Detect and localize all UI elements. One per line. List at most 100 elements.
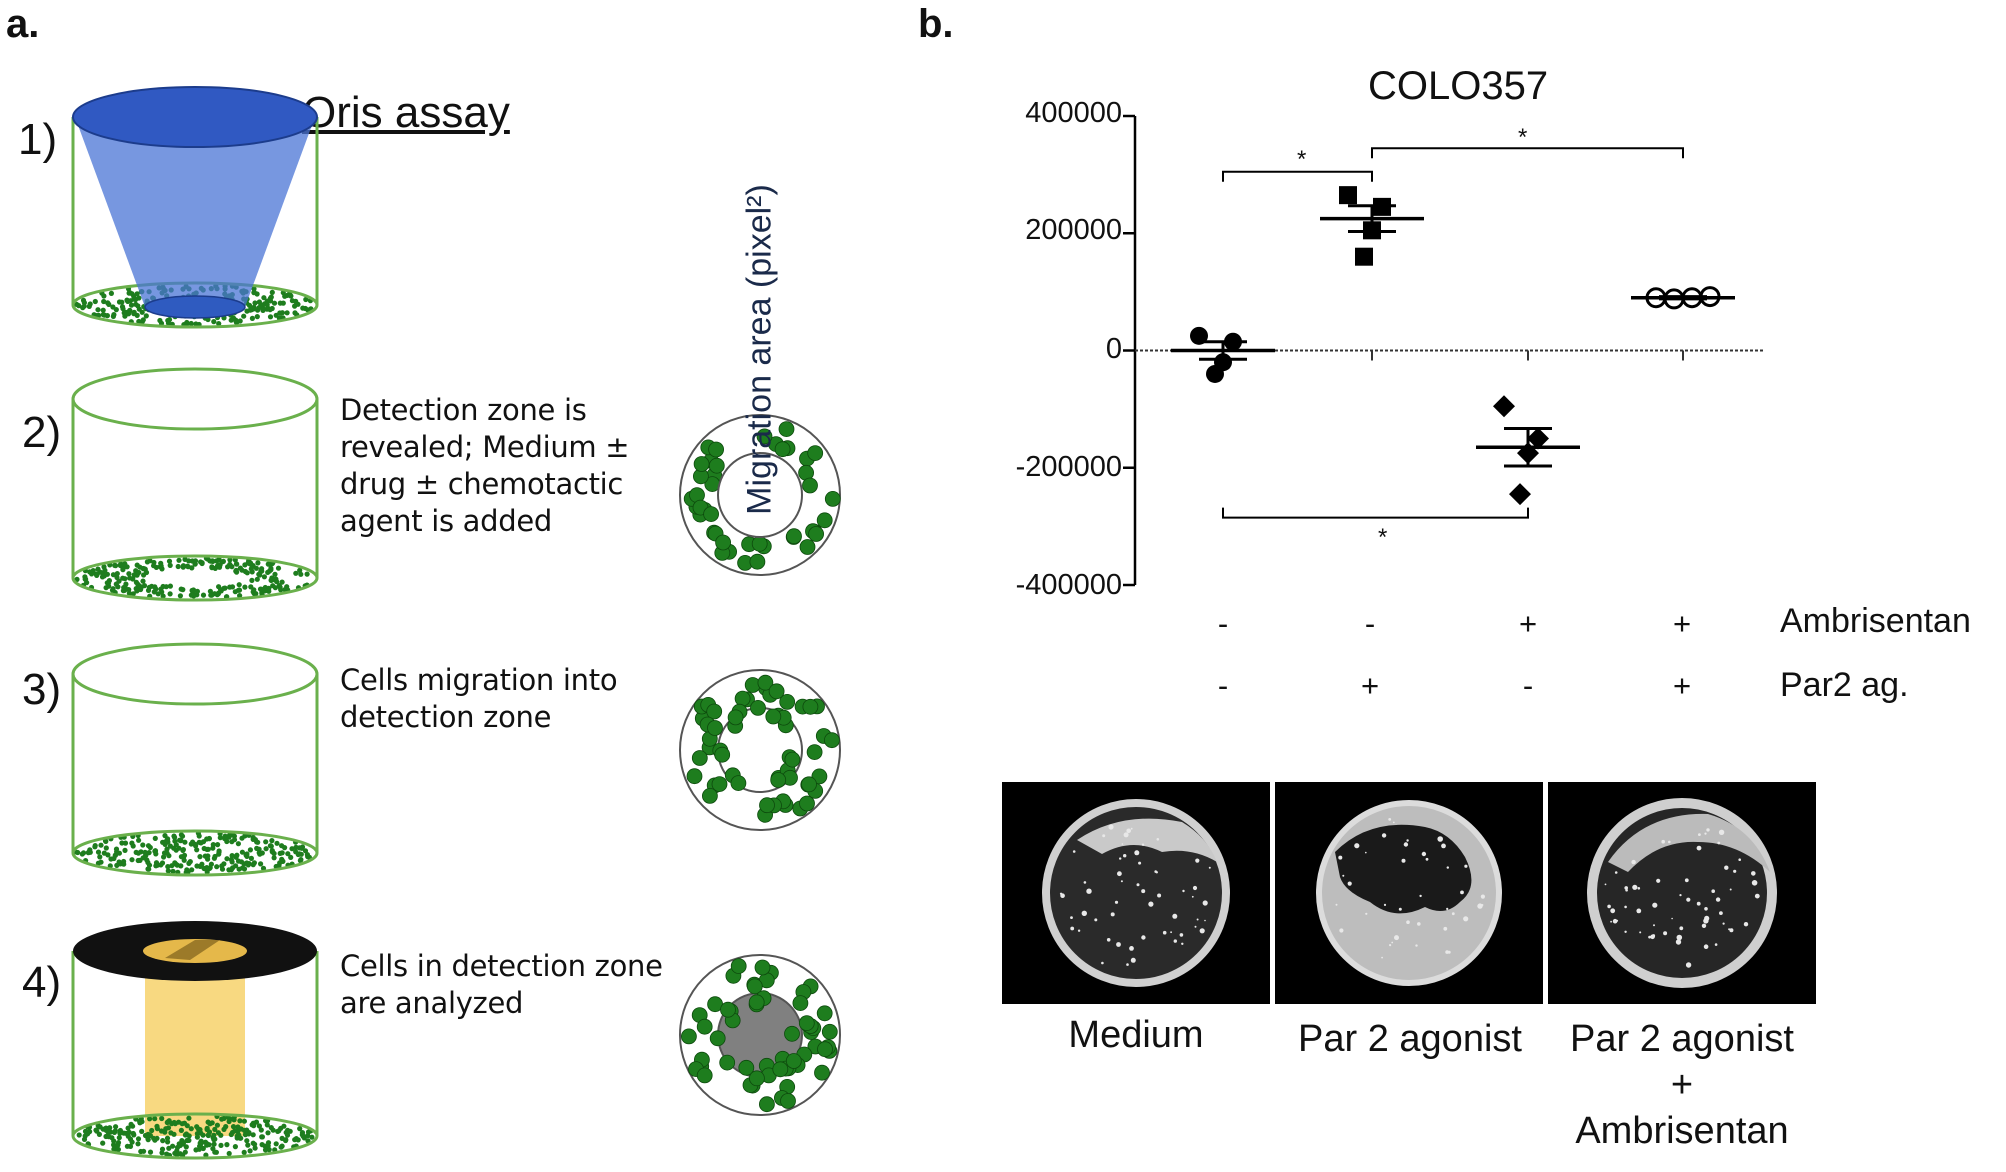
- cell-dot: [178, 854, 184, 860]
- cell-dot: [155, 591, 161, 597]
- speckle: [1612, 918, 1618, 924]
- cond-ambrisentan-4: +: [1672, 606, 1692, 641]
- step-3-line-2: detection zone: [340, 700, 552, 734]
- cell-dot: [282, 845, 288, 851]
- step-2-line-1: Detection zone is: [340, 393, 587, 427]
- cell-dot: [267, 314, 274, 320]
- cell-dot: [126, 587, 132, 593]
- cell-dot: [264, 298, 270, 304]
- cell-dot: [262, 588, 268, 594]
- cell-dot: [153, 863, 159, 869]
- speckle: [1650, 934, 1655, 940]
- panel-a-letter: a.: [6, 2, 40, 46]
- speckle: [1123, 832, 1129, 838]
- cell-dot: [190, 839, 196, 845]
- speckle: [1610, 920, 1612, 923]
- image-label-par2-agonist: Par 2 agonist: [1262, 1016, 1558, 1062]
- cell-dot: [242, 562, 248, 568]
- speckle: [1083, 881, 1087, 884]
- cell-dot: [92, 298, 98, 305]
- cell-dot: [237, 1118, 243, 1124]
- cell-dot: [194, 847, 200, 853]
- cell-dot: [293, 570, 299, 576]
- cell-dot: [225, 564, 231, 570]
- cell-dot: [256, 1123, 262, 1129]
- cell-dot: [135, 857, 141, 864]
- cell-dot: [779, 694, 796, 710]
- speckle: [1202, 900, 1208, 906]
- cell-dot: [297, 1126, 303, 1132]
- cell-dot: [214, 1122, 220, 1128]
- speckle: [1729, 928, 1734, 933]
- cell-dot: [300, 1133, 306, 1139]
- speckle: [1679, 894, 1682, 897]
- cell-dot: [100, 1140, 106, 1146]
- speckle: [1460, 890, 1464, 895]
- speckle: [1719, 911, 1723, 915]
- speckle: [1729, 888, 1732, 891]
- cell-dot: [130, 843, 136, 849]
- cell-dot: [166, 1145, 172, 1151]
- cell-dot: [152, 835, 158, 841]
- cell-dot: [233, 561, 240, 567]
- cell-dot: [114, 574, 120, 581]
- cell-dot: [770, 772, 787, 788]
- cell-dot: [121, 585, 127, 591]
- cell-dot: [160, 1138, 166, 1144]
- speckle: [1464, 864, 1468, 868]
- cell-dot: [103, 838, 109, 844]
- cell-dot: [76, 1132, 82, 1138]
- cell-dot: [786, 528, 802, 545]
- cell-dot: [94, 571, 100, 577]
- cell-dot: [167, 843, 173, 849]
- cell-dot: [211, 1132, 217, 1138]
- cell-dot: [806, 744, 823, 760]
- cell-dot: [164, 1135, 171, 1141]
- cell-dot: [298, 571, 304, 577]
- speckle: [1110, 912, 1115, 917]
- cell-dot: [241, 1149, 247, 1155]
- cell-dot: [87, 847, 93, 853]
- speckle: [1419, 894, 1422, 898]
- cell-dot: [183, 1131, 189, 1137]
- speckle: [1365, 912, 1368, 915]
- speckle: [1446, 907, 1449, 910]
- cell-dot: [242, 1132, 248, 1138]
- speckle: [1631, 859, 1636, 865]
- speckle: [1172, 913, 1178, 919]
- cell-dot: [183, 1144, 189, 1150]
- cell-dot: [131, 309, 137, 315]
- cell-dot: [233, 567, 239, 573]
- speckle: [1383, 903, 1387, 906]
- cell-dot: [79, 851, 85, 857]
- cell-dot: [92, 844, 98, 850]
- cell-dot: [254, 845, 260, 851]
- cell-dot: [226, 1150, 232, 1157]
- cell-dot: [821, 1023, 838, 1040]
- cell-dot: [303, 296, 309, 303]
- cell-dot: [272, 571, 278, 577]
- cell-dot: [99, 574, 106, 580]
- row-label-ambrisentan: Ambrisentan: [1780, 602, 1971, 640]
- step-3-description: Cells migration into detection zone: [340, 662, 618, 736]
- cell-dot: [252, 300, 258, 306]
- sig-star-3: *: [1378, 524, 1388, 551]
- cell-dot: [715, 534, 731, 551]
- cell-dot: [209, 1120, 215, 1126]
- cell-dot: [177, 1142, 183, 1149]
- cell-dot: [144, 559, 150, 565]
- cell-dot: [228, 857, 234, 863]
- cell-dot: [263, 839, 269, 845]
- cell-dot: [179, 1121, 185, 1127]
- cell-dot: [748, 994, 765, 1011]
- speckle: [1181, 942, 1184, 945]
- cell-dot: [146, 584, 152, 590]
- cell-dot: [113, 1143, 120, 1149]
- cell-dot: [230, 1124, 237, 1130]
- cell-dot: [208, 558, 214, 564]
- cell-dot: [120, 575, 126, 581]
- cell-dot: [293, 1136, 299, 1142]
- cell-dot: [265, 1130, 271, 1136]
- speckle: [1208, 866, 1211, 869]
- cell-dot: [220, 558, 226, 564]
